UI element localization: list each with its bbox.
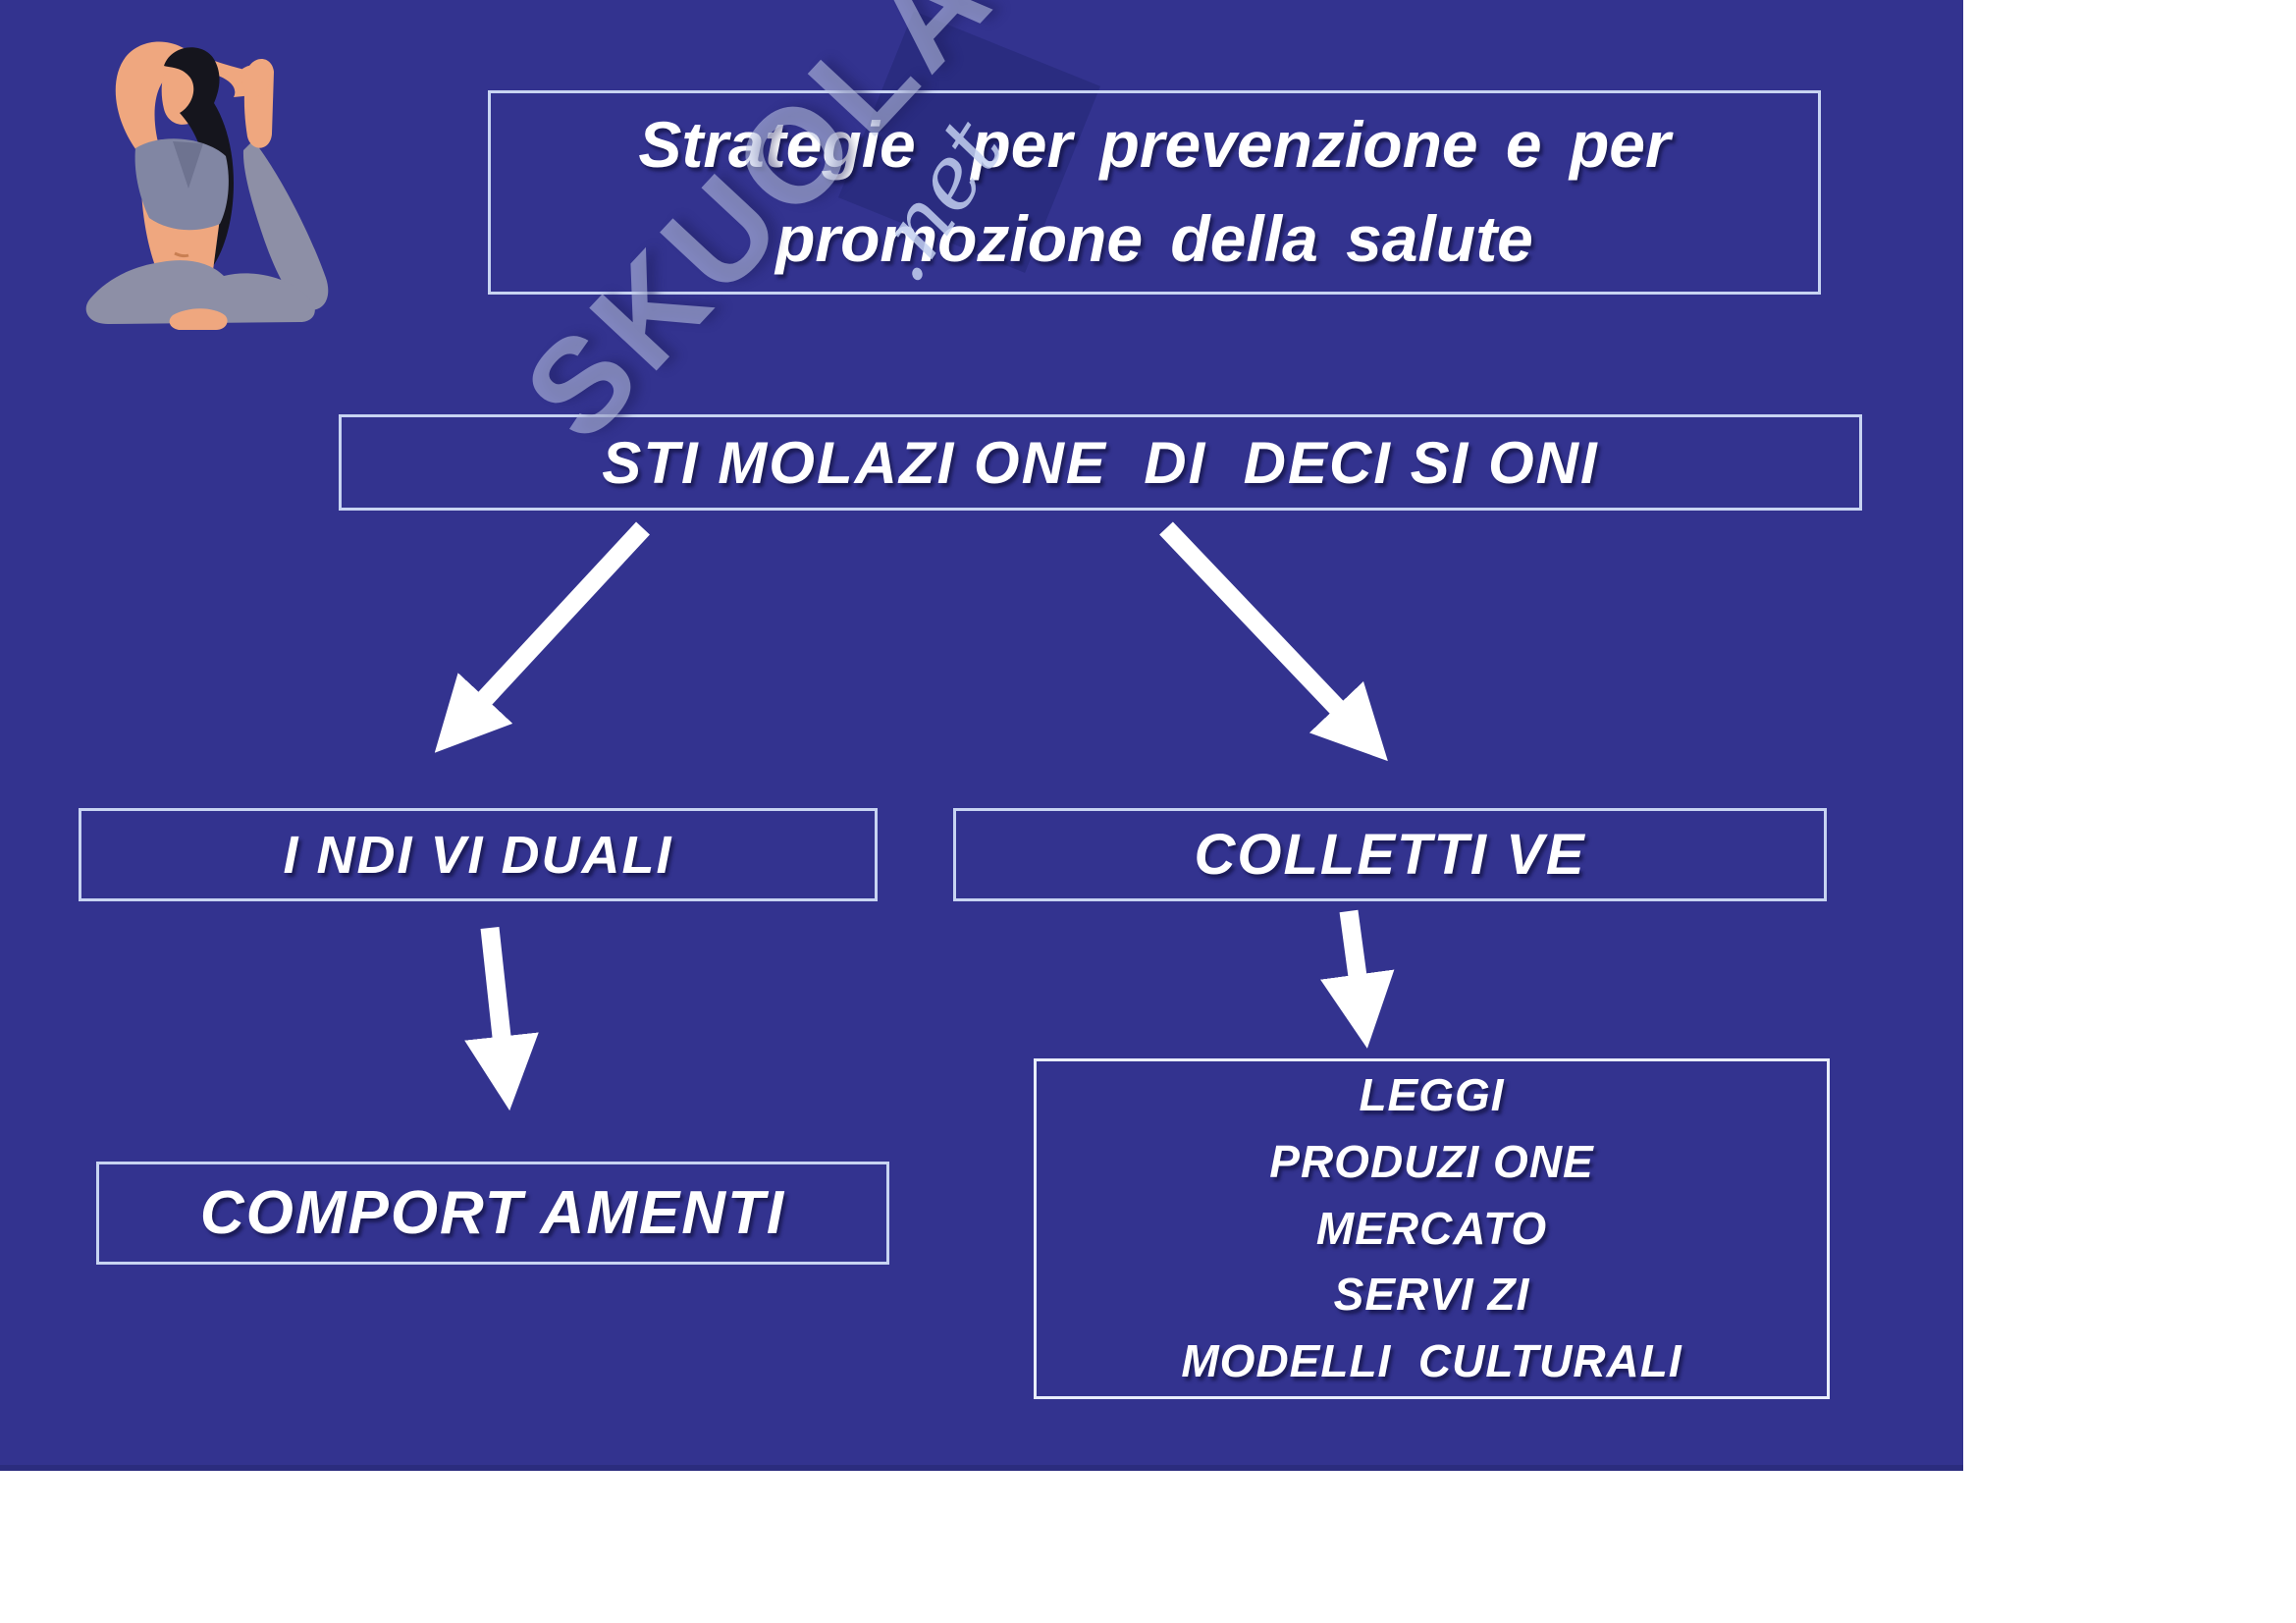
- flow-arrows: [434, 521, 1395, 1111]
- title-line-1: Strategie per prevenzione e per: [638, 108, 1671, 182]
- front-foot-shape: [169, 308, 228, 330]
- outcome-line: MERCATO: [1315, 1202, 1548, 1254]
- front-legs-shape: [85, 260, 315, 324]
- slide: Strategie per prevenzione e per promozio…: [0, 0, 1963, 1471]
- sports-bra-shape: [134, 138, 229, 231]
- arrow-root-to-individuali: [434, 521, 650, 753]
- yoga-pose-illustration: [85, 41, 329, 330]
- title-box: Strategie per prevenzione e per promozio…: [488, 90, 1821, 295]
- outcome-line: LEGGI: [1359, 1069, 1505, 1121]
- arrow-collettive-to-outcomes: [1320, 909, 1395, 1049]
- title-line-2: promozione della salute: [775, 202, 1533, 275]
- node-collettive-outcomes: LEGGI PRODUZI ONE MERCATO SERVI ZI MODEL…: [1034, 1058, 1830, 1399]
- node-label: I NDI VI DUALI: [283, 825, 673, 885]
- node-comportamenti: COMPORT AMENTI: [96, 1162, 889, 1265]
- outcome-line: PRODUZI ONE: [1269, 1136, 1594, 1188]
- node-label: STI MOLAZI ONE DI DECI SI ONI: [602, 429, 1599, 496]
- node-label: COMPORT AMENTI: [199, 1179, 786, 1247]
- bra-vneck-shape: [173, 141, 203, 189]
- node-individuali: I NDI VI DUALI: [79, 808, 878, 901]
- navel-line: [174, 251, 189, 258]
- outcome-line: SERVI ZI: [1333, 1269, 1530, 1321]
- node-label: COLLETTI VE: [1194, 823, 1586, 887]
- back-leg-shape: [242, 140, 329, 310]
- outcome-line: MODELLI CULTURALI: [1181, 1334, 1682, 1386]
- node-collettive: COLLETTI VE: [953, 808, 1827, 901]
- arrow-root-to-collettive: [1159, 521, 1388, 762]
- arrow-individuali-to-comportamenti: [464, 926, 539, 1111]
- hand-shape: [240, 65, 270, 97]
- overhead-arm-shape: [115, 41, 270, 154]
- node-stimolazione-di-decisioni: STI MOLAZI ONE DI DECI SI ONI: [339, 414, 1862, 511]
